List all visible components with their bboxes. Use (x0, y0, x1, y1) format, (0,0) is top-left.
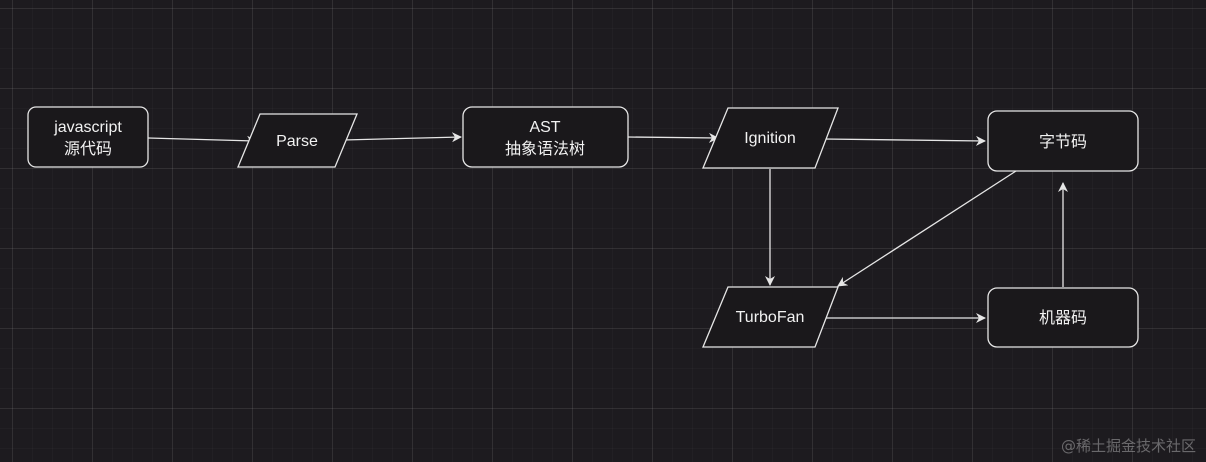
node-turbofan-label: TurboFan (736, 309, 805, 326)
node-bytecode-label: 字节码 (1039, 132, 1087, 151)
node-source-line2: 源代码 (64, 139, 112, 158)
node-ast-box (462, 106, 629, 168)
node-turbofan-shape (702, 286, 839, 348)
edge-ignition-to-bytecode (822, 135, 986, 146)
node-machine-box (987, 287, 1139, 348)
edges (147, 132, 1068, 323)
node-source: javascript 源代码 (27, 106, 149, 168)
node-turbofan: TurboFan (702, 286, 839, 348)
node-bytecode-box (987, 110, 1139, 172)
node-ast-line1: AST (529, 119, 560, 136)
node-source-line1: javascript (53, 119, 122, 136)
node-parse-shape (237, 113, 358, 168)
node-parse: Parse (237, 113, 358, 168)
node-ast: AST 抽象语法树 (462, 106, 629, 168)
edge-bytecode-to-turbofan (837, 170, 1017, 287)
node-parse-label: Parse (276, 133, 318, 150)
node-machine: 机器码 (987, 287, 1139, 348)
watermark: @稀土掘金技术社区 (1060, 437, 1196, 455)
edge-ast-to-ignition (627, 132, 719, 143)
node-ignition-label: Ignition (744, 130, 796, 147)
node-ignition: Ignition (702, 107, 839, 169)
node-ignition-shape (702, 107, 839, 169)
node-bytecode: 字节码 (987, 110, 1139, 172)
node-machine-label: 机器码 (1039, 308, 1087, 327)
node-ast-line2: 抽象语法树 (505, 139, 585, 158)
node-source-box (27, 106, 149, 168)
edge-parse-to-ast (342, 132, 462, 143)
edge-source-to-parse (147, 135, 257, 146)
